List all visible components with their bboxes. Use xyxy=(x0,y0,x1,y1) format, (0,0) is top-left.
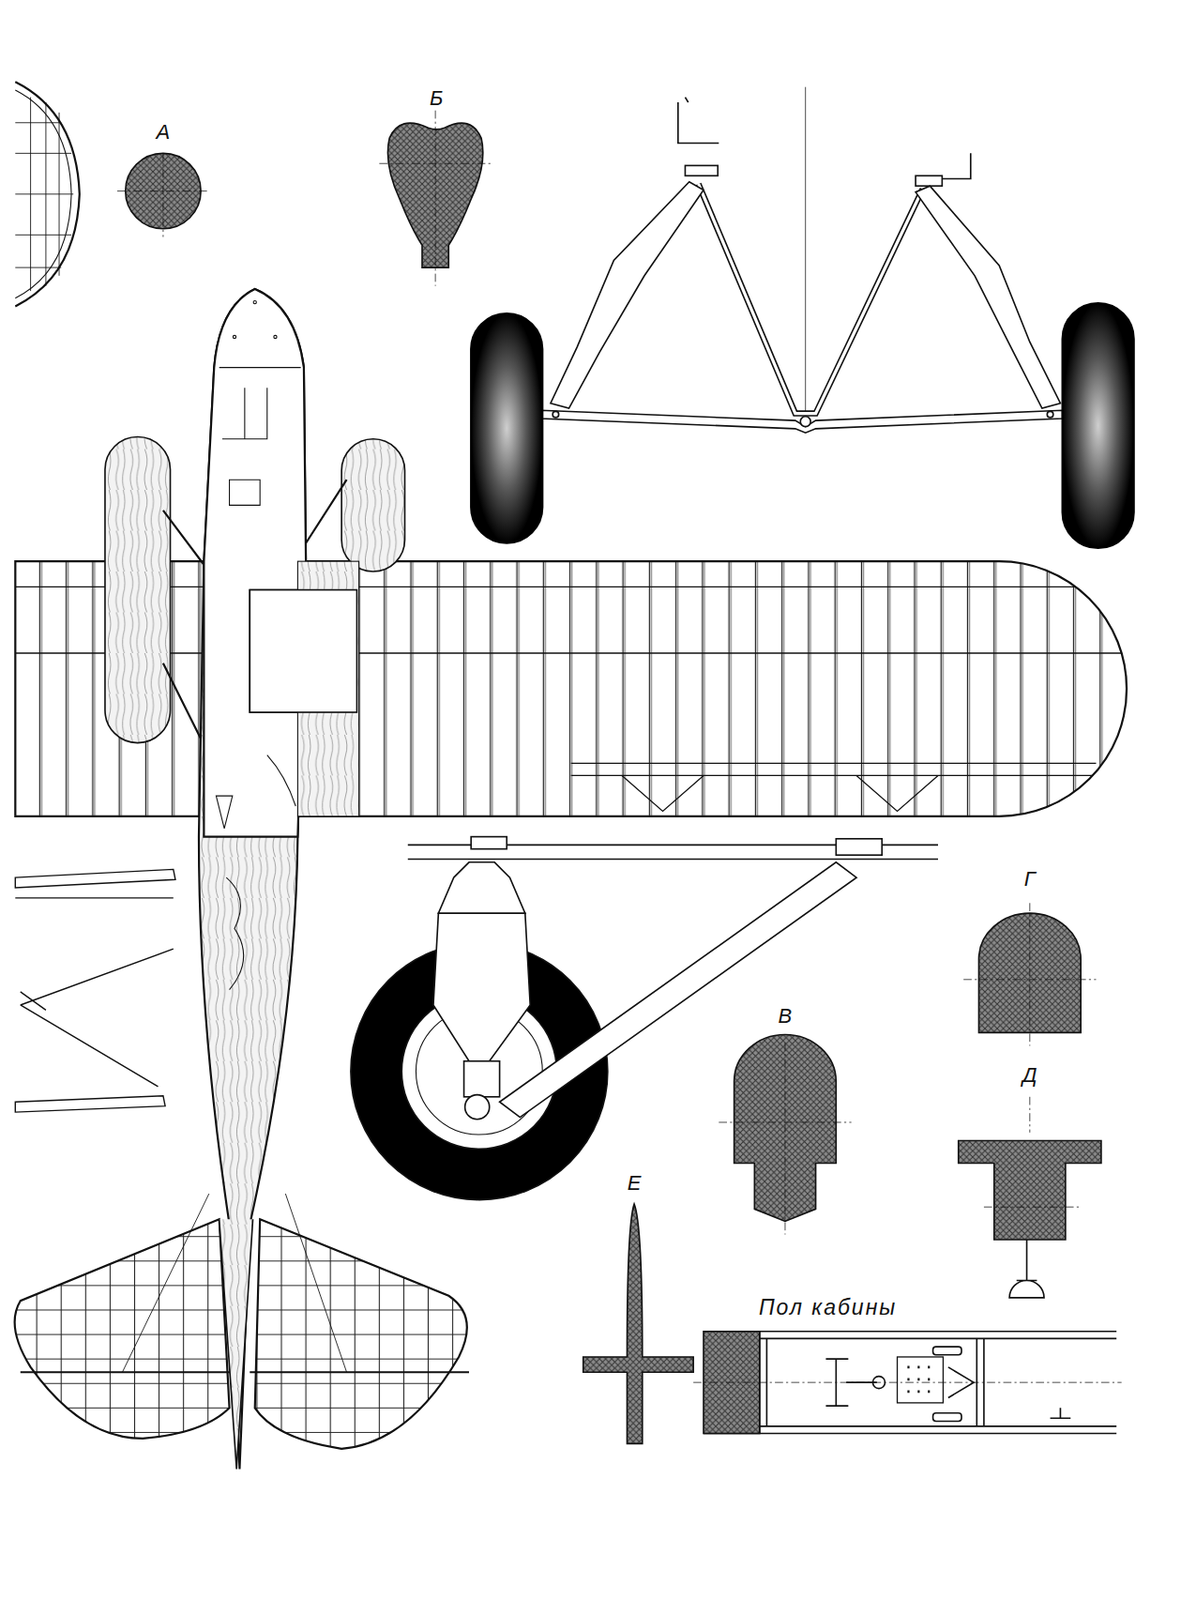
section-letter: В xyxy=(775,1004,796,1028)
section-letter: А xyxy=(153,121,174,144)
section-letter: Д xyxy=(1019,1063,1041,1087)
section-letter: Е xyxy=(624,1171,645,1195)
section-letter: Б xyxy=(426,87,446,110)
view-title: Пол кабины xyxy=(756,1295,900,1319)
section-letter: Г xyxy=(1021,867,1039,891)
